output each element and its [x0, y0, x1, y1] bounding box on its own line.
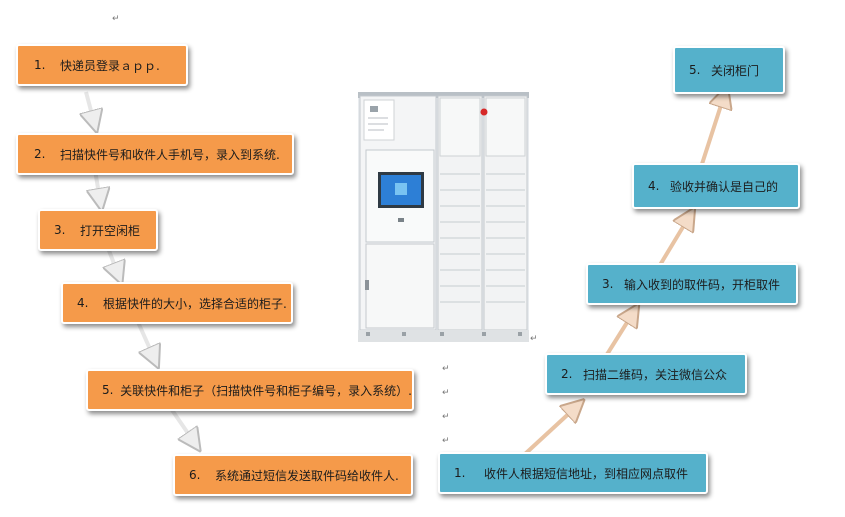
arrow-left-2-3: [95, 169, 100, 200]
step-number: 2.: [561, 367, 573, 381]
step-text: 打开空闲柜: [80, 223, 141, 238]
step-text: 扫描二维码，关注微信公众: [583, 367, 728, 382]
paragraph-mark: ↵: [442, 436, 450, 446]
step-number: 4.: [77, 296, 89, 310]
recipient-step-4: 4. 验收并确认是自己的: [632, 163, 800, 209]
arrow-right-1-2: [523, 407, 576, 456]
arrow-left-5-6: [170, 408, 194, 442]
step-text: 快递员登录ａｐｐ.: [60, 58, 160, 73]
recipient-step-5: 5. 关闭柜门: [673, 46, 785, 94]
step-text: 输入收到的取件码，开柜取件: [624, 277, 781, 292]
step-text: 关闭柜门: [711, 63, 760, 78]
courier-step-6: 6. 系统通过短信发送取件码给收件人.: [173, 454, 413, 496]
arrow-right-3-4: [658, 217, 689, 267]
courier-step-1: 1. 快递员登录ａｐｐ.: [16, 44, 188, 86]
paragraph-mark: ↵: [442, 412, 450, 422]
step-number: 6.: [189, 468, 201, 482]
courier-step-3: 3. 打开空闲柜: [38, 209, 158, 251]
parcel-locker-image: [358, 92, 529, 342]
step-text: 根据快件的大小，选择合适的柜子.: [103, 296, 287, 311]
step-number: 5.: [102, 383, 114, 397]
arrow-right-4-5: [700, 96, 724, 165]
step-number: 1.: [454, 466, 466, 480]
courier-step-4: 4. 根据快件的大小，选择合适的柜子.: [61, 282, 293, 324]
step-text: 验收并确认是自己的: [670, 179, 779, 194]
step-text: 扫描快件号和收件人手机号，录入到系统.: [60, 147, 280, 162]
step-number: 3.: [54, 223, 66, 237]
paragraph-mark: ↵: [112, 14, 120, 24]
courier-step-2: 2. 扫描快件号和收件人手机号，录入到系统.: [16, 133, 294, 175]
recipient-step-1: 1. 收件人根据短信地址，到相应网点取件: [438, 452, 708, 494]
arrow-left-1-2: [86, 91, 94, 122]
step-number: 3.: [602, 277, 614, 291]
step-number: 4.: [648, 179, 660, 193]
recipient-step-3: 3. 输入收到的取件码，开柜取件: [586, 263, 798, 305]
step-number: 2.: [34, 147, 46, 161]
step-text: 系统通过短信发送取件码给收件人.: [215, 468, 399, 483]
step-text: 收件人根据短信地址，到相应网点取件: [484, 466, 689, 481]
paragraph-mark: ↵: [442, 388, 450, 398]
arrow-left-3-4: [108, 247, 118, 274]
step-number: 5.: [689, 63, 701, 77]
arrow-right-2-3: [604, 313, 633, 358]
paragraph-mark: ↵: [442, 364, 450, 374]
arrow-left-4-5: [136, 321, 154, 358]
recipient-step-2: 2. 扫描二维码，关注微信公众: [545, 353, 747, 395]
step-number: 1.: [34, 58, 46, 72]
step-text: 关联快件和柜子（扫描快件号和柜子编号，录入系统）.: [120, 383, 412, 398]
paragraph-mark: ↵: [530, 334, 538, 344]
courier-step-5: 5. 关联快件和柜子（扫描快件号和柜子编号，录入系统）.: [86, 369, 414, 411]
